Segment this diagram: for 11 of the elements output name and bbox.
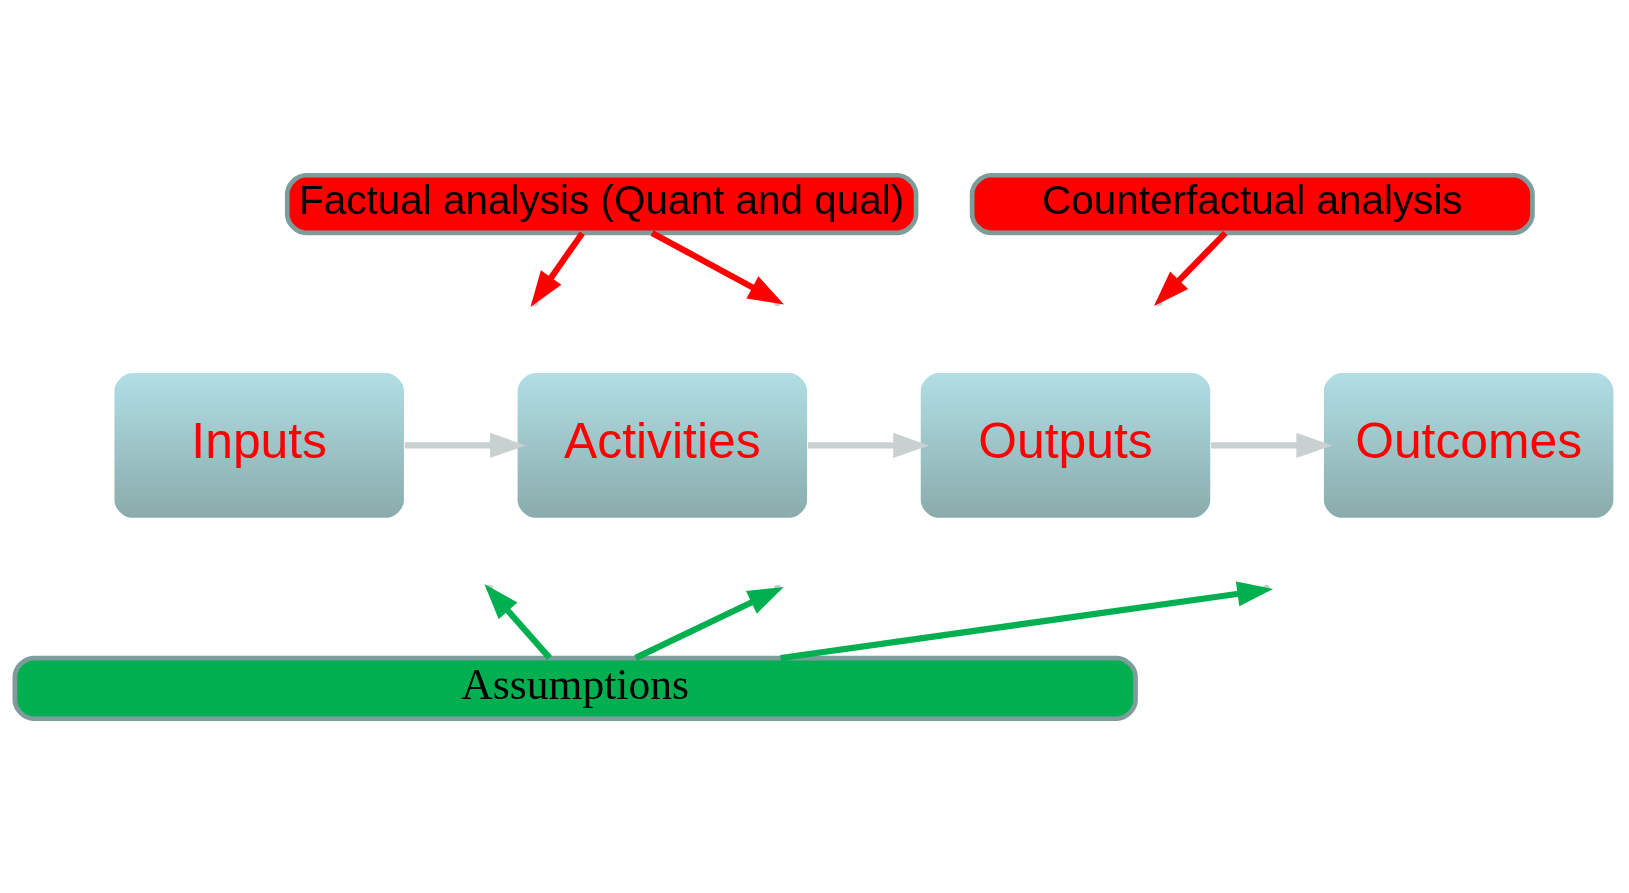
node-box: Activities (516, 371, 809, 519)
node-box: Outcomes (1322, 371, 1615, 519)
arrow (404, 432, 526, 458)
arrow (1211, 432, 1333, 458)
node-box: Inputs (112, 371, 406, 519)
node-box: Counterfactual analysis (969, 172, 1535, 235)
node-box: Factual analysis (Quant and qual) (284, 172, 919, 235)
arrow (780, 580, 1274, 661)
node-box: Outputs (919, 371, 1212, 519)
node-box: Assumptions (12, 655, 1138, 721)
arrow (808, 432, 930, 458)
